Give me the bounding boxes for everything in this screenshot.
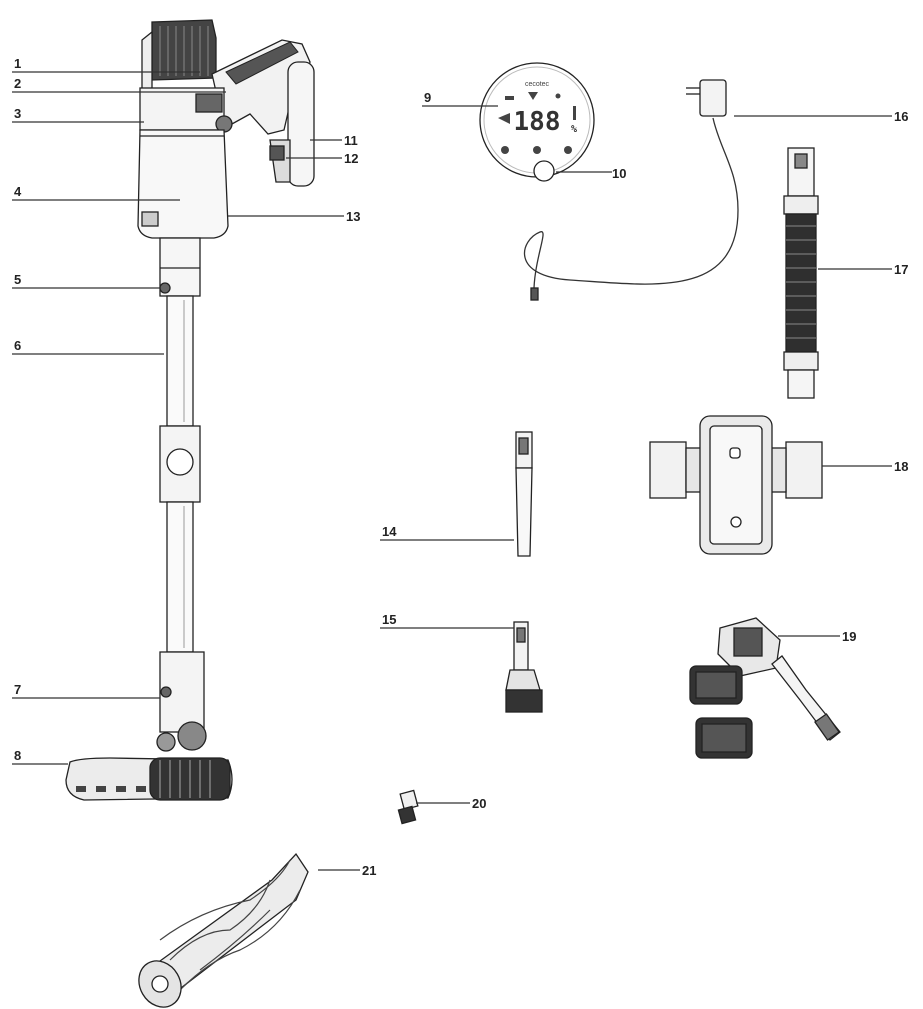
callout-2: 2 — [14, 76, 21, 91]
vacuum-main-unit — [65, 19, 315, 801]
callout-14: 14 — [382, 524, 397, 539]
brush-tool — [505, 621, 543, 713]
display-readout: 188 — [514, 107, 561, 137]
callout-20: 20 — [472, 796, 486, 811]
callout-7: 7 — [14, 682, 21, 697]
callout-13: 13 — [346, 209, 360, 224]
callout-12: 12 — [344, 151, 358, 166]
callout-21: 21 — [362, 863, 376, 878]
callout-11: 11 — [344, 133, 358, 148]
callout-6: 6 — [14, 338, 21, 353]
callout-17: 17 — [894, 262, 908, 277]
extension-hose — [783, 147, 819, 399]
mini-turbo-brush — [689, 617, 841, 759]
crevice-tool — [515, 431, 533, 557]
callout-8: 8 — [14, 748, 21, 763]
wall-mount — [649, 415, 823, 555]
control-display: cecotec 188 % — [479, 62, 595, 182]
small-nozzle — [397, 789, 419, 825]
callout-9: 9 — [424, 90, 431, 105]
charger — [523, 79, 739, 301]
callout-5: 5 — [14, 272, 21, 287]
callout-labels: 1 2 3 4 5 6 7 8 9 10 11 12 13 16 17 18 1… — [14, 56, 908, 878]
roller-brush — [138, 852, 309, 1008]
callout-1: 1 — [14, 56, 21, 71]
callout-15: 15 — [382, 612, 396, 627]
power-button — [533, 160, 555, 182]
display-icons — [498, 92, 576, 154]
callout-18: 18 — [894, 459, 908, 474]
display-unit: % — [571, 124, 577, 135]
callout-10: 10 — [612, 166, 626, 181]
callout-3: 3 — [14, 106, 21, 121]
display-brand-text: cecotec — [525, 81, 550, 88]
callout-16: 16 — [894, 109, 908, 124]
leader-lines — [12, 71, 892, 871]
callout-19: 19 — [842, 629, 856, 644]
callout-4: 4 — [14, 184, 22, 199]
